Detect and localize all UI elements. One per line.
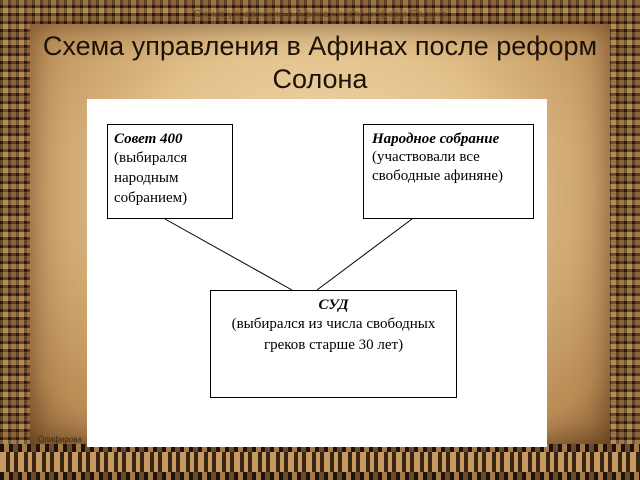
court-text: (выбирался из числа свободных греков ста… [231, 316, 436, 353]
author-label: Олифирова [38, 435, 82, 444]
council-box: Совет 400 (выбирался народным собранием) [107, 124, 233, 219]
court-box: СУД (выбирался из числа свободных греков… [210, 290, 457, 398]
assembly-box: Народное собрание (участвовали все свобо… [363, 124, 534, 219]
bottom-ornament-inner [0, 452, 640, 472]
council-text: (выбирался народным собранием) [114, 150, 188, 206]
council-title: Совет 400 [114, 131, 183, 147]
court-title: СУД [318, 297, 349, 313]
connector-assembly-court [316, 218, 413, 291]
connector-lines [164, 218, 413, 291]
connector-council-court [164, 218, 293, 291]
diagram-canvas: Совет 400 (выбирался народным собранием)… [87, 99, 547, 447]
slide-subtitle: Схема управления в Афинах после реформ С… [193, 9, 447, 20]
assembly-text: (участвовали все свободные афиняне) [372, 149, 503, 184]
slide-title: Схема управления в Афинах после реформ С… [42, 31, 598, 94]
assembly-title: Народное собрание [372, 131, 500, 147]
